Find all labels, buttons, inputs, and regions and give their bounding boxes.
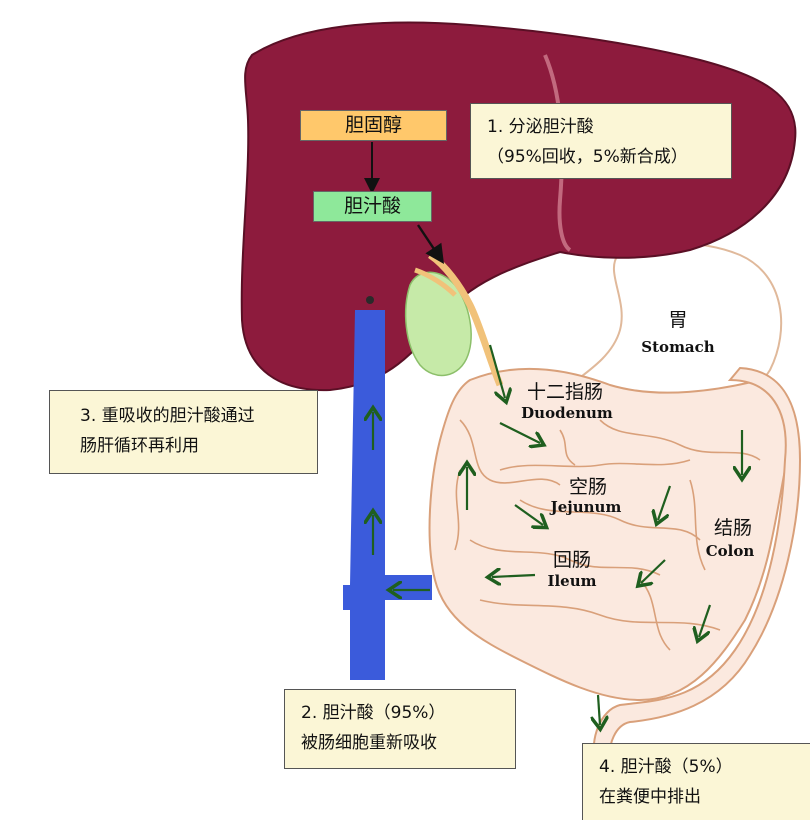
jejunum-label-en: Jejunum [549, 498, 622, 516]
duodenum-label-zh: 十二指肠 [527, 381, 603, 403]
enterohepatic-callout: 3. 重吸收的胆汁酸通过 肠肝循环再利用 [49, 390, 318, 474]
intestine-loops [454, 419, 761, 651]
excretion-callout-line2: 在粪便中排出 [599, 787, 701, 807]
stomach-label-en: Stomach [641, 338, 714, 356]
ileum-label-en: Ileum [547, 572, 596, 590]
colon-label-en: Colon [706, 542, 755, 560]
flow-arrow-duct [488, 344, 505, 398]
excretion-callout-line1: 4. 胆汁酸（5%） [599, 757, 733, 777]
colon-label-zh: 结肠 [714, 517, 752, 539]
liver-ligament [543, 54, 572, 252]
ileum-label-zh: 回肠 [553, 549, 591, 571]
bile-acid-box: 胆汁酸 [313, 191, 432, 222]
reabsorption-callout-line1: 2. 胆汁酸（95%） [301, 703, 446, 723]
secretion-arrow [417, 224, 444, 264]
reabsorption-callout-line2: 被肠细胞重新吸收 [301, 733, 437, 753]
reabsorption-callout: 2. 胆汁酸（95%） 被肠细胞重新吸收 [284, 689, 516, 769]
flow-arrow-colon-2 [699, 604, 712, 637]
jejunum-label-zh: 空肠 [569, 476, 607, 498]
portal-vein [343, 310, 432, 680]
enterohepatic-callout-line1: 3. 重吸收的胆汁酸通过 [80, 406, 255, 426]
flow-arrow-ileum-out [492, 575, 536, 577]
portal-vein-entry [366, 296, 374, 304]
flow-arrow-rectum [598, 694, 600, 725]
flow-arrow-ileum [641, 559, 666, 583]
secretion-callout-line2: （95%回收，5%新合成） [487, 147, 688, 167]
excretion-callout: 4. 胆汁酸（5%） 在粪便中排出 [582, 743, 810, 820]
flow-arrow-jejunum [514, 504, 543, 525]
flow-arrow-duodenum [499, 422, 540, 443]
secretion-callout-line1: 1. 分泌胆汁酸 [487, 117, 594, 137]
cholesterol-box: 胆固醇 [300, 110, 447, 141]
duodenum-label-en: Duodenum [521, 404, 613, 422]
enterohepatic-callout-line2: 肠肝循环再利用 [80, 436, 199, 456]
gallbladder [404, 271, 472, 377]
flow-arrows [373, 344, 742, 725]
flow-arrow-jejunum-2 [658, 485, 672, 520]
secretion-callout: 1. 分泌胆汁酸 （95%回收，5%新合成） [470, 103, 732, 179]
bile-duct [427, 252, 504, 387]
stomach-label-zh: 胃 [668, 309, 687, 331]
bile-duct-branch [414, 267, 457, 297]
